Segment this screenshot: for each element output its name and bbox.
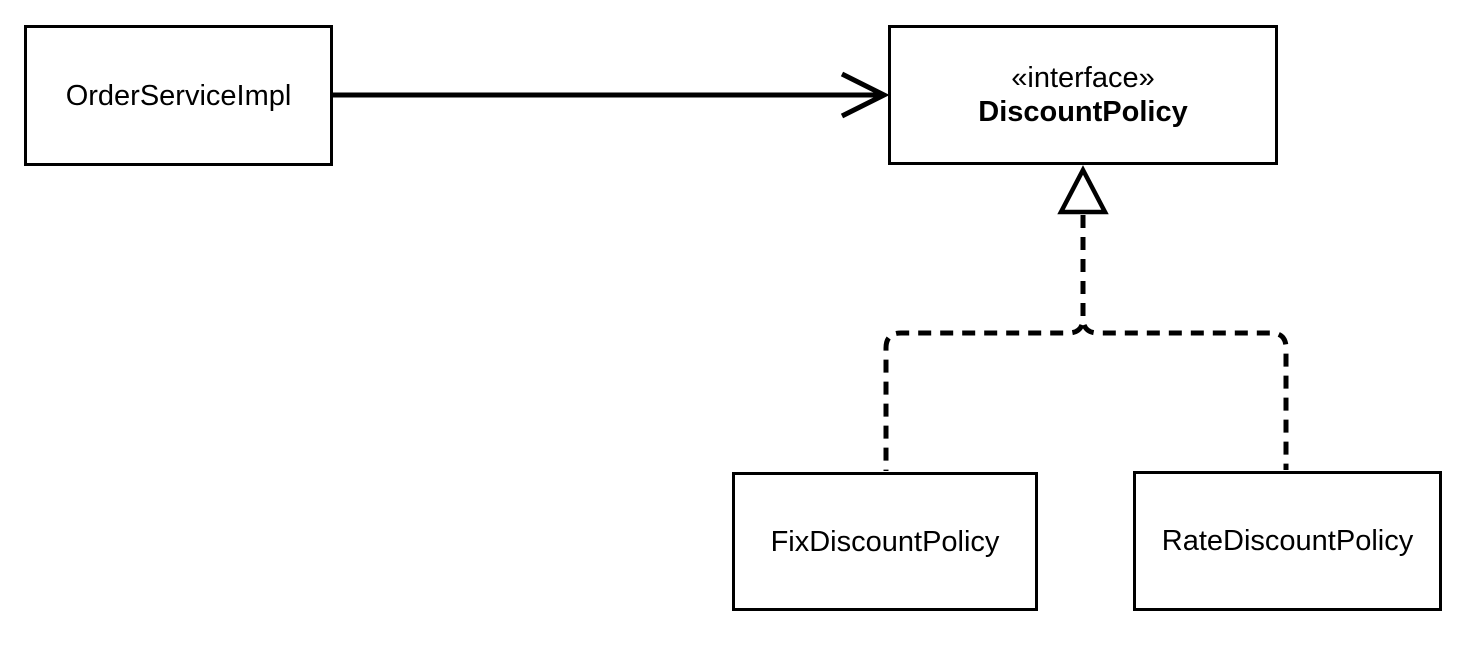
- interface-name-label: DiscountPolicy: [978, 96, 1188, 128]
- class-name-label: OrderServiceImpl: [65, 79, 292, 112]
- class-node-fix-discount-policy: FixDiscountPolicy: [732, 472, 1038, 611]
- open-arrowhead-icon: [840, 71, 890, 119]
- class-name-label: FixDiscountPolicy: [770, 525, 1000, 558]
- class-node-rate-discount-policy: RateDiscountPolicy: [1133, 471, 1442, 611]
- realization-edge-fix: [883, 215, 1086, 471]
- class-node-order-service-impl: OrderServiceImpl: [24, 25, 333, 166]
- dependency-edge: [333, 71, 890, 119]
- class-name-label: RateDiscountPolicy: [1161, 525, 1414, 557]
- hollow-triangle-arrowhead-icon: [1057, 165, 1109, 215]
- stereotype-label: «interface»: [1011, 62, 1155, 94]
- interface-node-discount-policy: «interface» DiscountPolicy: [888, 25, 1278, 165]
- realization-edge-rate: [1080, 215, 1289, 470]
